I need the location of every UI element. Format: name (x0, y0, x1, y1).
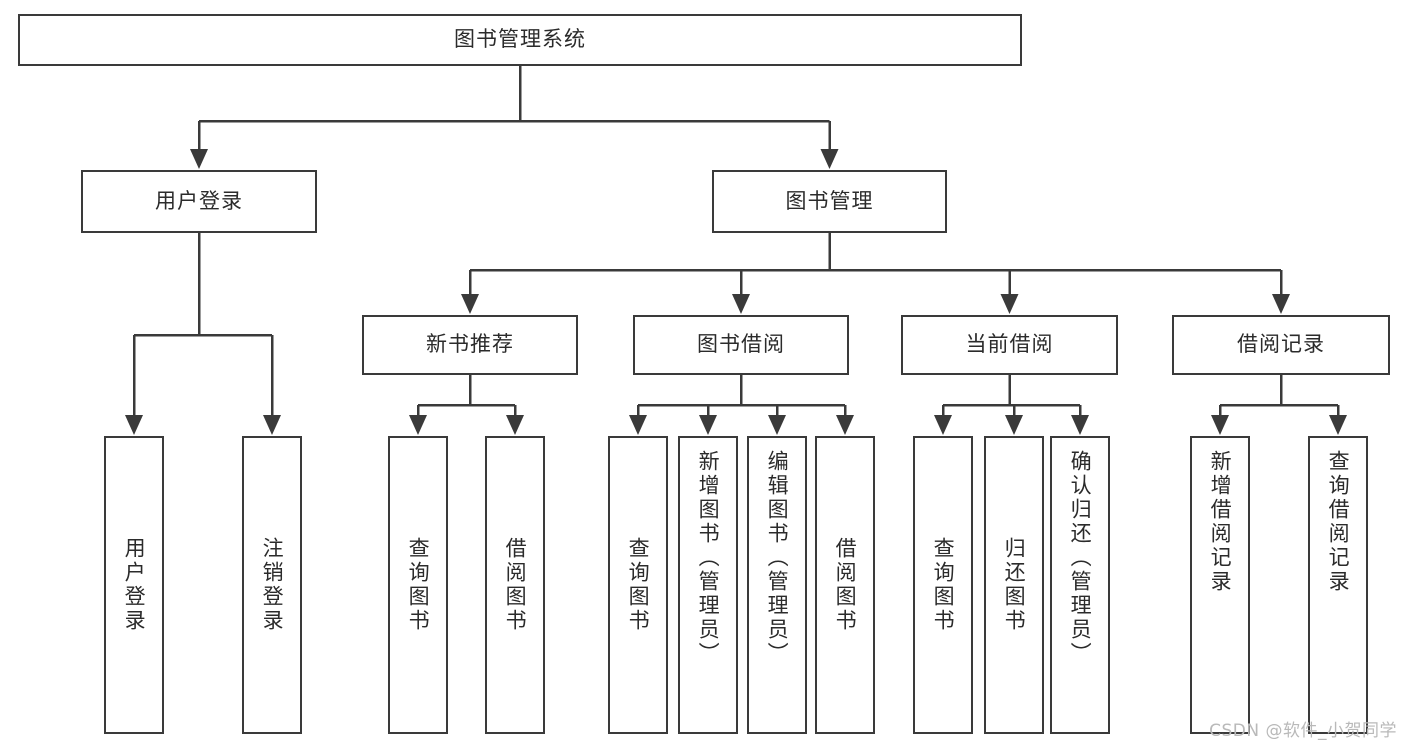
node-label: 图书管理 (785, 188, 874, 213)
node-label: 查询借阅记录 (1326, 450, 1351, 594)
node-label: 图书管理系统 (454, 27, 586, 52)
node-leaf-query-record: 查询借阅记录 (1308, 436, 1368, 734)
node-label: 新书推荐 (426, 332, 514, 357)
node-label: 图书借阅 (697, 332, 785, 357)
node-leaf-query-book-3: 查询图书 (913, 436, 973, 734)
node-label: 确认归还（管理员） (1068, 450, 1093, 666)
node-label: 借阅记录 (1237, 332, 1325, 357)
node-leaf-add-book: 新增图书（管理员） (678, 436, 738, 734)
node-label: 用户登录 (122, 537, 147, 633)
node-user-login: 用户登录 (81, 170, 317, 233)
watermark-label: CSDN @软件_小贺同学 (1209, 721, 1397, 741)
node-label: 归还图书 (1002, 537, 1027, 633)
node-label: 新增借阅记录 (1208, 450, 1233, 594)
node-book-borrow: 图书借阅 (633, 315, 849, 375)
node-label: 借阅图书 (833, 537, 858, 633)
node-label: 查询图书 (406, 537, 431, 633)
node-leaf-return-book: 归还图书 (984, 436, 1044, 734)
node-leaf-confirm-return: 确认归还（管理员） (1050, 436, 1110, 734)
node-root: 图书管理系统 (18, 14, 1022, 66)
node-label: 注销登录 (260, 537, 285, 633)
node-label: 借阅图书 (503, 537, 528, 633)
node-label: 新增图书（管理员） (696, 450, 721, 666)
node-label: 用户登录 (155, 188, 243, 213)
node-label: 编辑图书（管理员） (765, 450, 790, 666)
node-label: 查询图书 (626, 537, 651, 633)
node-label: 查询图书 (931, 537, 956, 633)
node-borrow-record: 借阅记录 (1172, 315, 1390, 375)
node-leaf-add-record: 新增借阅记录 (1190, 436, 1250, 734)
node-book-manage: 图书管理 (712, 170, 947, 233)
node-leaf-query-book-2: 查询图书 (608, 436, 668, 734)
node-leaf-user-login: 用户登录 (104, 436, 164, 734)
node-label: 当前借阅 (965, 332, 1054, 357)
node-new-book-rec: 新书推荐 (362, 315, 578, 375)
node-leaf-query-book-1: 查询图书 (388, 436, 448, 734)
node-leaf-borrow-book-2: 借阅图书 (815, 436, 875, 734)
node-leaf-edit-book: 编辑图书（管理员） (747, 436, 807, 734)
node-current-borrow: 当前借阅 (901, 315, 1118, 375)
node-leaf-user-logout: 注销登录 (242, 436, 302, 734)
node-leaf-borrow-book-1: 借阅图书 (485, 436, 545, 734)
